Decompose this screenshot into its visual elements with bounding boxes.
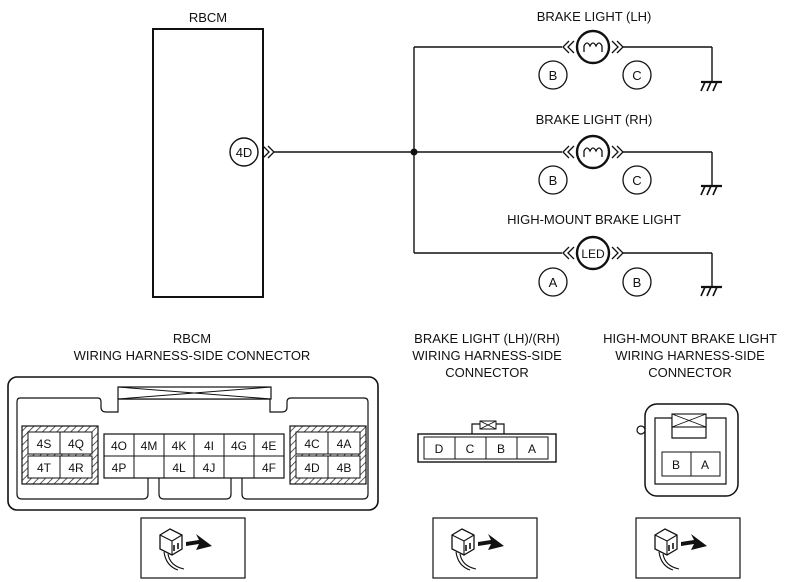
pin-b-label: B bbox=[549, 173, 558, 188]
high-mount-connector-title-1: HIGH-MOUNT BRAKE LIGHT bbox=[603, 331, 777, 346]
connector-chevron-icon bbox=[611, 246, 624, 260]
terminal-label: 4Q bbox=[68, 437, 84, 451]
terminal-label: 4S bbox=[37, 437, 52, 451]
terminal-label: 4O bbox=[111, 439, 127, 453]
terminal-label: 4T bbox=[37, 461, 52, 475]
terminal-label: 4E bbox=[262, 439, 277, 453]
pin-c-label: C bbox=[632, 68, 641, 83]
high-mount-title: HIGH-MOUNT BRAKE LIGHT bbox=[507, 212, 681, 227]
bulb-icon bbox=[575, 29, 611, 65]
brake-light-connector: BRAKE LIGHT (LH)/(RH) WIRING HARNESS-SID… bbox=[412, 331, 562, 463]
connector-chevron-icon bbox=[611, 145, 624, 159]
rbcm-connector-title-2: WIRING HARNESS-SIDE CONNECTOR bbox=[74, 348, 311, 363]
terminal-label: 4F bbox=[262, 461, 276, 475]
rbcm-connector: RBCM WIRING HARNESS-SIDE CONNECTOR 4S 4Q… bbox=[7, 331, 379, 511]
terminal-label: 4G bbox=[231, 439, 247, 453]
terminal-label: 4B bbox=[337, 461, 352, 475]
high-mount-connector-title-3: CONNECTOR bbox=[648, 365, 732, 380]
terminal-label: C bbox=[466, 442, 475, 456]
brake-light-lh-title: BRAKE LIGHT (LH) bbox=[537, 9, 652, 24]
brake-connector-title-2: WIRING HARNESS-SIDE bbox=[412, 348, 562, 363]
connector-chevron-icon bbox=[562, 40, 575, 54]
terminal-label: 4K bbox=[172, 439, 187, 453]
bulb-icon bbox=[575, 134, 611, 170]
connector-chevron-icon bbox=[262, 145, 275, 159]
terminal-label: A bbox=[528, 442, 536, 456]
schematic: RBCM 4D BRAKE LIGHT (LH) B bbox=[152, 9, 722, 298]
terminal-4d-label: 4D bbox=[236, 145, 253, 160]
brake-light-lh: BRAKE LIGHT (LH) B C bbox=[414, 9, 722, 92]
high-mount-connector: HIGH-MOUNT BRAKE LIGHT WIRING HARNESS-SI… bbox=[603, 331, 777, 497]
terminal-label: 4L bbox=[172, 461, 186, 475]
terminal-4d-bubble bbox=[229, 137, 259, 167]
harness-connector-view-icon bbox=[432, 517, 538, 579]
connector-chevron-icon bbox=[562, 145, 575, 159]
brake-light-rh: BRAKE LIGHT (RH) B C bbox=[414, 112, 722, 196]
ground-icon bbox=[700, 80, 722, 92]
terminal-label: A bbox=[701, 458, 709, 472]
terminal-label: B bbox=[672, 458, 680, 472]
brake-connector-title-3: CONNECTOR bbox=[445, 365, 529, 380]
terminal-label: 4P bbox=[112, 461, 127, 475]
terminal-label: 4C bbox=[304, 437, 320, 451]
terminal-label: D bbox=[435, 442, 444, 456]
pin-a-label: A bbox=[549, 275, 558, 290]
rbcm-label: RBCM bbox=[189, 10, 227, 25]
terminal-label: 4R bbox=[68, 461, 84, 475]
pin-b-label: B bbox=[549, 68, 558, 83]
connector-chevron-icon bbox=[611, 40, 624, 54]
pin-b-label: B bbox=[633, 275, 642, 290]
terminal-label: B bbox=[497, 442, 505, 456]
harness-connector-view-icon bbox=[635, 517, 741, 579]
led-label: LED bbox=[581, 247, 605, 261]
terminal-label: 4I bbox=[204, 439, 214, 453]
brake-light-rh-title: BRAKE LIGHT (RH) bbox=[536, 112, 653, 127]
terminal-label: 4J bbox=[203, 461, 216, 475]
terminal-label: 4M bbox=[141, 439, 158, 453]
ground-icon bbox=[700, 184, 722, 196]
brake-connector-title-1: BRAKE LIGHT (LH)/(RH) bbox=[414, 331, 560, 346]
rbcm-connector-title-1: RBCM bbox=[173, 331, 211, 346]
pin-c-label: C bbox=[632, 173, 641, 188]
ground-icon bbox=[700, 285, 722, 297]
terminal-label: 4D bbox=[304, 461, 320, 475]
led-icon bbox=[575, 235, 611, 271]
high-mount-brake-light: HIGH-MOUNT BRAKE LIGHT LED A B bbox=[414, 212, 722, 297]
terminal-label: 4A bbox=[337, 437, 352, 451]
connector-chevron-icon bbox=[562, 246, 575, 260]
high-mount-connector-title-2: WIRING HARNESS-SIDE bbox=[615, 348, 765, 363]
harness-connector-view-icon bbox=[140, 517, 246, 579]
